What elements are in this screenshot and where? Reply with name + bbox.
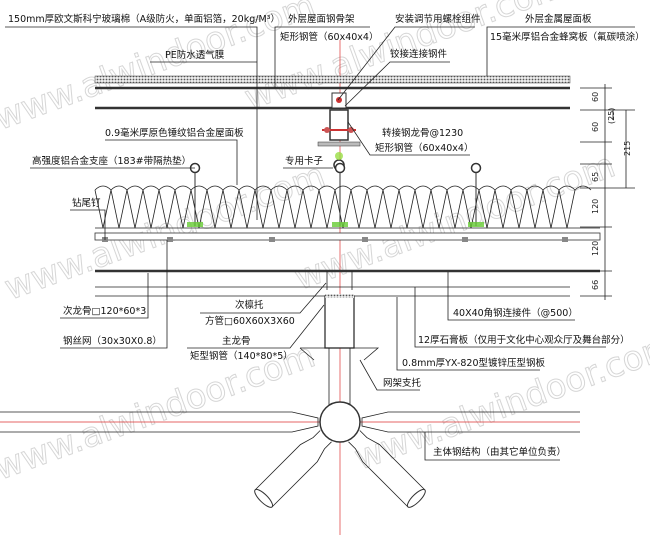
- label-main-keel: 主龙骨: [222, 335, 251, 347]
- label-gypsum: 12厚石膏板（仅用于文化中心观众厅及舞台部分）: [418, 334, 630, 346]
- label-main-structure: 主体钢结构（由其它单位负责）: [433, 446, 566, 458]
- label-bolt-assembly: 安装调节用螺栓组件: [395, 13, 481, 25]
- dimension-120: 120: [591, 241, 600, 256]
- labels: 150mm厚欧文斯科宁玻璃棉（A级防火，单面铝箔，20kg/M³） 外层屋面钢骨…: [8, 13, 645, 458]
- label-hinge-steel: 铰接连接钢件: [390, 48, 448, 60]
- screw-icon: [462, 237, 468, 242]
- screw-icon: [362, 237, 368, 242]
- aluminum-support-icon: [468, 162, 484, 227]
- label-outer-frame-tube: 矩形钢管（60x40x4）: [280, 31, 378, 43]
- label-clip: 专用卡子: [285, 155, 324, 167]
- label-purlin-bracket: 次檩托: [235, 299, 264, 311]
- label-main-tube: 矩型钢管（140*80*5）: [190, 350, 293, 362]
- dimension-60-top: 60: [591, 92, 600, 102]
- label-transfer-tube: 矩形钢管（60x40x4）: [375, 142, 473, 154]
- label-pe-membrane: PE防水透气膜: [165, 49, 225, 61]
- dimension-215: 215: [623, 141, 632, 156]
- deck-layers: [94, 232, 601, 297]
- dimension-66: 66: [591, 280, 600, 290]
- label-honeycomb: 15毫米厚铝合金蜂窝板（氟碳喷涂）: [490, 31, 645, 43]
- leader-lines: [5, 26, 635, 461]
- watermark-text: www.alwindoor.com: [0, 155, 330, 308]
- screw-icon: [167, 237, 173, 242]
- label-outer-panel: 外层金属屋面板: [525, 13, 592, 25]
- label-roof-panel: 0.9毫米厚原色锤纹铝合金屋面板: [105, 127, 244, 139]
- label-insulation: 150mm厚欧文斯科宁玻璃棉（A级防火，单面铝箔，20kg/M³）: [8, 13, 280, 25]
- dimension-60: 60: [591, 122, 600, 132]
- label-outer-frame: 外层屋面钢骨架: [288, 13, 355, 25]
- label-screw: 钻尾钉: [72, 197, 101, 209]
- label-square-tube: 方管□60X60X3X60: [205, 315, 295, 327]
- screw-icon: [562, 237, 568, 242]
- dimension-lines: 60 60 (25) 215 65 120 120 66: [580, 84, 635, 300]
- dimension-65: 65: [591, 172, 600, 182]
- aluminum-support-icon: [332, 162, 348, 227]
- roof-panel-insulation: [94, 162, 600, 229]
- label-secondary-keel: 次龙骨□120*60*3: [63, 305, 146, 317]
- dimension-25: (25): [607, 108, 616, 124]
- label-wire-mesh: 钢丝网（30x30X0.8）: [63, 335, 162, 347]
- label-support: 高强度铝合金支座（183#带隔热垫）: [32, 155, 191, 167]
- bolt-bracket-assembly: [317, 92, 361, 171]
- screw-icon: [269, 237, 275, 242]
- truss-support-node: [0, 271, 580, 508]
- label-deck: 0.8mm厚YX-820型镀锌压型钢板: [402, 357, 546, 369]
- label-transfer-keel: 转接钢龙骨@1230: [382, 127, 463, 139]
- label-truss-support: 网架支托: [383, 377, 422, 389]
- dimension-120: 120: [591, 199, 600, 214]
- label-angle-steel: 40X40角钢连接件（@500）: [453, 307, 578, 319]
